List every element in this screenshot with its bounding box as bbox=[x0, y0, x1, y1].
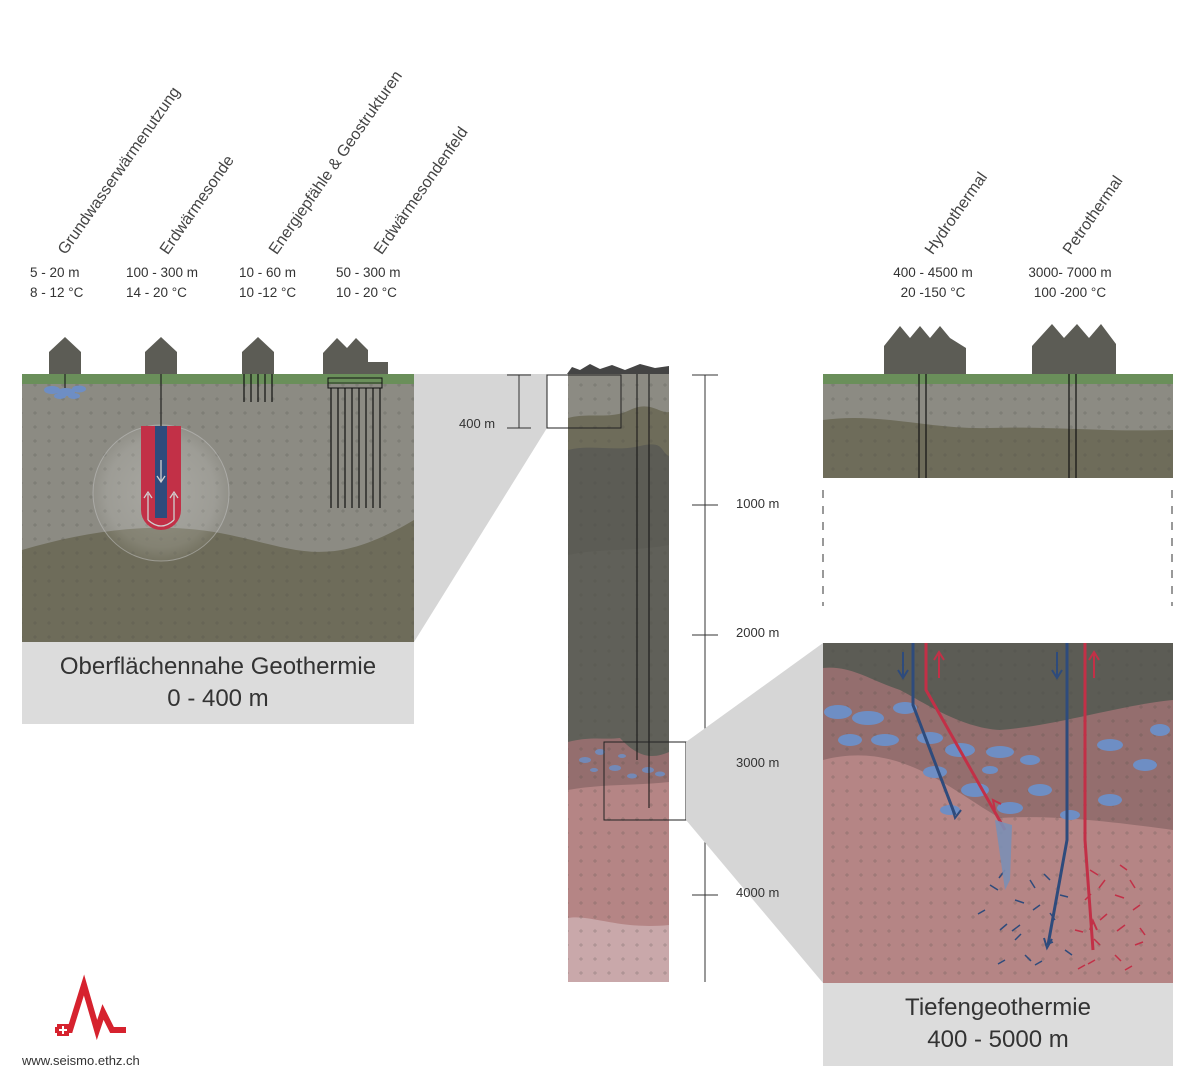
spec-temp: 14 - 20 °C bbox=[126, 285, 187, 300]
spec-depth: 50 - 300 m bbox=[336, 265, 401, 280]
spec-depth: 400 - 4500 m bbox=[893, 265, 973, 280]
caption-deep-range: 400 - 5000 m bbox=[927, 1026, 1069, 1053]
spec-hydrothermal: 400 - 4500 m 20 -150 °C bbox=[890, 263, 976, 303]
bracket-400m bbox=[507, 374, 531, 429]
energy-piles bbox=[243, 374, 273, 402]
zoom-wedge-right bbox=[686, 643, 823, 983]
plant-petrothermal bbox=[1032, 324, 1116, 374]
zoom-wedge-left bbox=[414, 374, 547, 642]
spec-petrothermal: 3000- 7000 m 100 -200 °C bbox=[1024, 263, 1116, 303]
spec-energiepfaehle: 10 - 60 m 10 -12 °C bbox=[239, 263, 296, 303]
petro-well-blue bbox=[1046, 643, 1069, 946]
spec-depth: 100 - 300 m bbox=[126, 265, 199, 280]
fracture-marks-red bbox=[1074, 864, 1146, 971]
groundwater-blob bbox=[44, 385, 86, 399]
depth-label-400: 400 m bbox=[459, 416, 496, 431]
caption-deep: Tiefengeothermie 400 - 5000 m bbox=[823, 983, 1173, 1066]
house-3 bbox=[242, 337, 274, 374]
depth-tick-2000: 2000 m bbox=[736, 625, 780, 640]
spec-temp: 8 - 12 °C bbox=[30, 285, 84, 300]
spec-temp: 10 -12 °C bbox=[239, 285, 297, 300]
hydro-well-blue bbox=[911, 643, 957, 816]
spec-erdwaermesonde: 100 - 300 m 14 - 20 °C bbox=[126, 263, 198, 303]
petro-well-red bbox=[1083, 643, 1095, 951]
grass-strip bbox=[22, 374, 414, 384]
spec-erdwaermesondenfeld: 50 - 300 m 10 - 20 °C bbox=[336, 263, 401, 303]
caption-near-range: 0 - 400 m bbox=[167, 685, 269, 712]
spec-temp: 10 - 20 °C bbox=[336, 285, 397, 300]
footer-url-link[interactable]: www.seismo.ethz.ch bbox=[22, 1053, 140, 1068]
caption-near-surface: Oberflächennahe Geothermie 0 - 400 m bbox=[22, 642, 414, 724]
seismo-logo-icon bbox=[55, 974, 126, 1041]
near-surface-panel bbox=[22, 337, 547, 642]
spec-depth: 5 - 20 m bbox=[30, 265, 80, 280]
spec-temp: 20 -150 °C bbox=[900, 285, 966, 300]
spec-depth: 10 - 60 m bbox=[239, 265, 297, 280]
spec-temp: 100 -200 °C bbox=[1033, 285, 1107, 300]
spec-depth: 3000- 7000 m bbox=[1028, 265, 1112, 280]
depth-column bbox=[546, 364, 687, 983]
depth-tick-4000: 4000 m bbox=[736, 885, 780, 900]
spec-grundwasser: 5 - 20 m 8 - 12 °C bbox=[30, 263, 83, 303]
house-4 bbox=[323, 338, 388, 374]
zoom-box-top bbox=[546, 374, 622, 429]
depth-scale-axis bbox=[692, 374, 718, 982]
caption-near-title: Oberflächennahe Geothermie bbox=[59, 653, 377, 680]
deep-panel bbox=[686, 324, 1173, 983]
plant-hydrothermal bbox=[884, 326, 966, 374]
borehole-field bbox=[330, 388, 381, 508]
house-1 bbox=[49, 337, 81, 374]
house-2 bbox=[145, 337, 177, 374]
depth-tick-3000: 3000 m bbox=[736, 755, 780, 770]
hydro-well-red bbox=[924, 643, 1007, 831]
caption-deep-title: Tiefengeothermie bbox=[905, 994, 1091, 1021]
depth-tick-1000: 1000 m bbox=[736, 496, 780, 511]
